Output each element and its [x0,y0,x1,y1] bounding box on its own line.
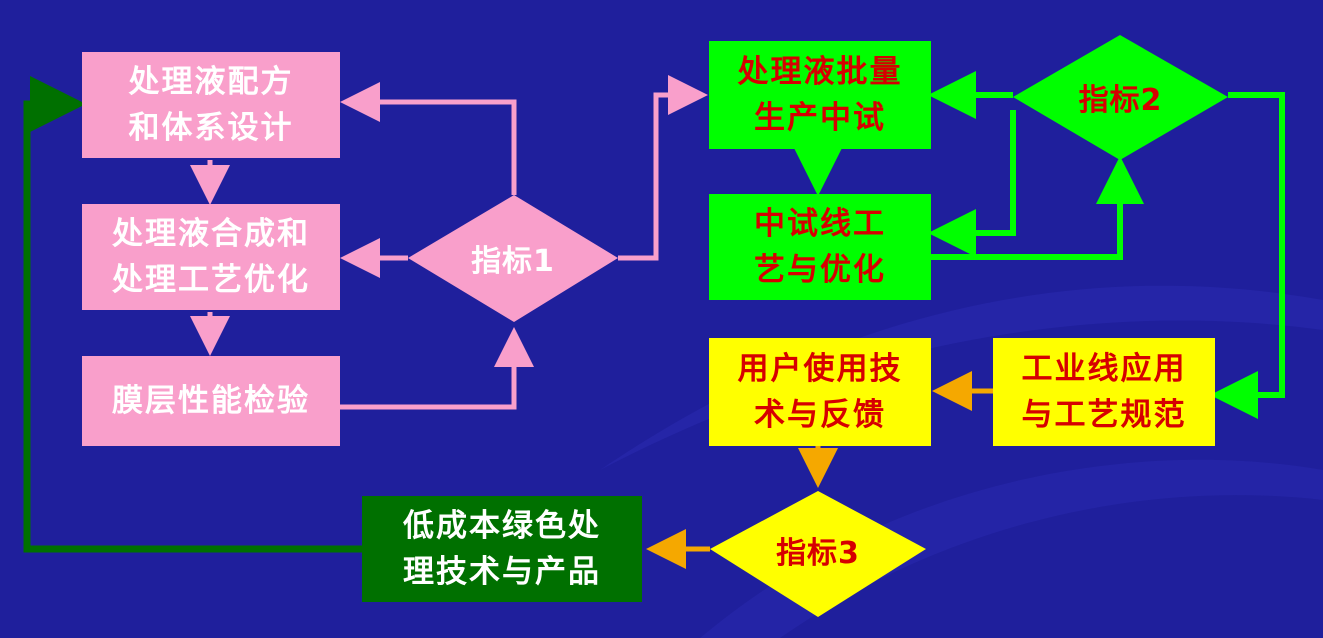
decision-index1-shape [408,195,618,322]
arrow-product-to-design [23,76,362,553]
box-formula-design: 处理液配方 和体系设计 [82,52,340,158]
arrow-index1-to-design [340,82,517,195]
arrow-pilotline-to-index2 [930,156,1144,260]
box-industrial-application: 工业线应用 与工艺规范 [993,338,1215,446]
arrow-index2-to-industrial [1210,92,1285,419]
box-formula-design-line-2: 和体系设计 [128,110,294,146]
box-low-cost-green-product-line-2: 理技术与产品 [403,554,601,590]
arrow-test-to-index1 [340,327,534,410]
box-pilot-line-optimization: 中试线工 艺与优化 [709,194,931,300]
box-low-cost-green-product-line-1: 低成本绿色处 [403,508,601,544]
box-user-feedback: 用户使用技 术与反馈 [709,338,931,446]
decision-index1-label: 指标1 [471,244,555,279]
box-industrial-application-line-1: 工业线应用 [1021,351,1187,387]
box-batch-pilot-production: 处理液批量 生产中试 [709,41,931,149]
decision-index2-label: 指标2 [1078,83,1163,118]
box-pilot-line-optimization-line-2: 艺与优化 [754,252,886,288]
box-synthesis-optimization: 处理液合成和 处理工艺优化 [82,204,340,310]
box-synthesis-optimization-line-1: 处理液合成和 [112,216,310,252]
box-synthesis-optimization-line-2: 处理工艺优化 [112,262,310,298]
box-low-cost-green-product: 低成本绿色处 理技术与产品 [362,496,642,602]
box-pilot-line-optimization-line-1: 中试线工 [754,206,886,242]
box-formula-design-line-1: 处理液配方 [128,64,294,100]
box-industrial-application-line-2: 与工艺规范 [1021,397,1187,433]
decision-index3-label: 指标3 [776,536,860,571]
box-batch-pilot-production-line-1: 处理液批量 [737,54,903,90]
decision-index2-shape [1013,35,1228,160]
box-user-feedback-line-2: 术与反馈 [754,397,886,433]
box-user-feedback-line-1: 用户使用技 [737,351,903,387]
box-batch-pilot-production-line-2: 生产中试 [754,100,886,136]
arrow-index1-to-batch [618,75,708,261]
arrow-index2-to-pilotline [928,110,1016,257]
decision-index3-shape [710,491,926,617]
box-film-performance-test: 膜层性能检验 [82,356,340,446]
box-film-performance-test-line-1: 膜层性能检验 [112,383,310,419]
